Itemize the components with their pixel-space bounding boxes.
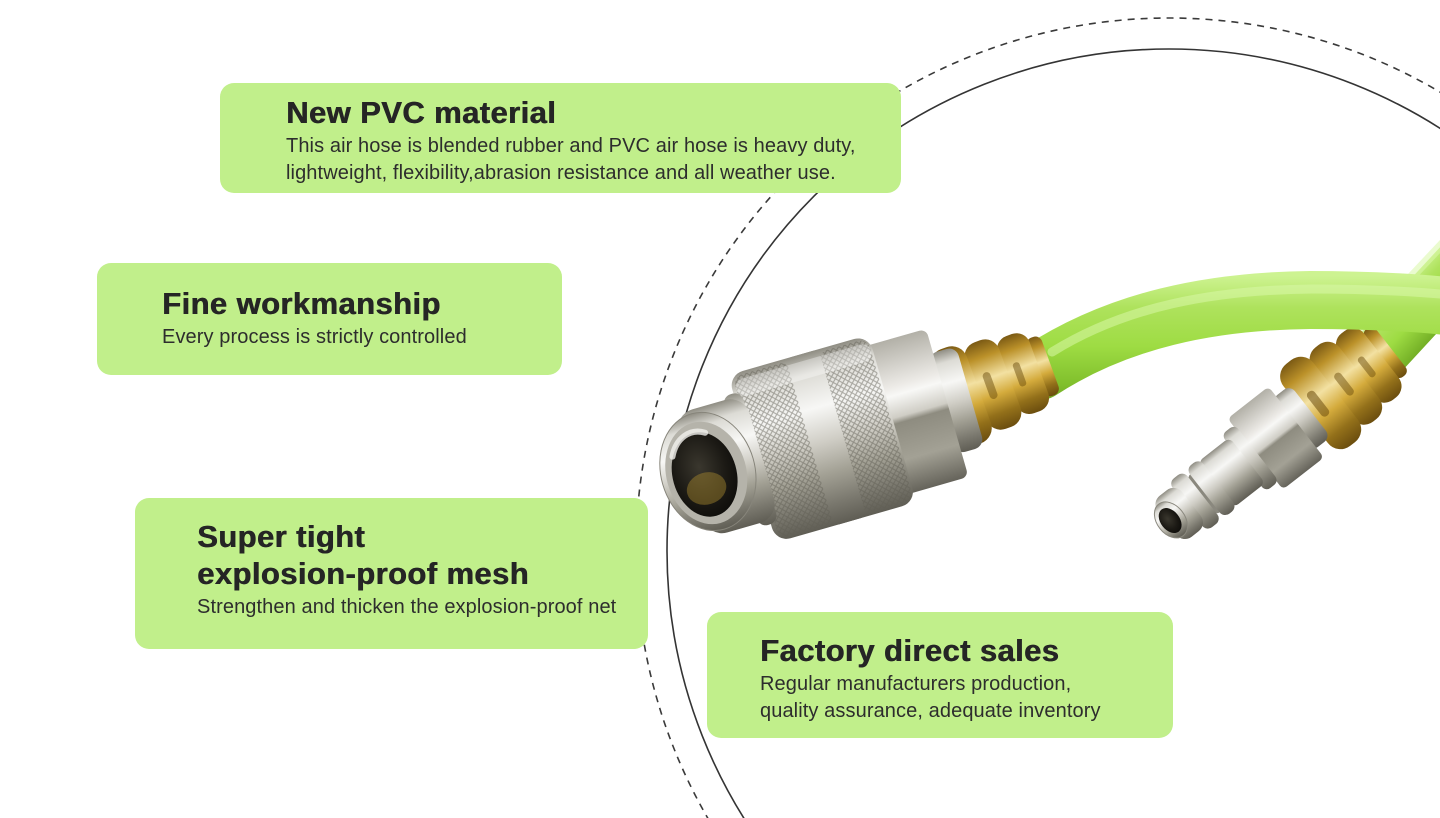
callout-title: Fine workmanship: [162, 285, 562, 322]
callout-title-line: Super tight: [197, 519, 365, 554]
callout-body: Every process is strictly controlled: [162, 324, 562, 351]
quick-coupler-socket: [659, 330, 983, 539]
callout-fine-workmanship: Fine workmanship Every process is strict…: [97, 263, 562, 375]
callout-body: This air hose is blended rubber and PVC …: [286, 133, 901, 187]
brass-spring-guard-plug: [1280, 326, 1407, 450]
callout-title-line: Fine workmanship: [162, 286, 441, 321]
callout-title-line: explosion-proof mesh: [197, 556, 529, 591]
callout-body-line: Every process is strictly controlled: [162, 326, 467, 348]
callout-new-pvc-material: New PVC material This air hose is blende…: [220, 83, 901, 193]
callout-body-line: Strengthen and thicken the explosion-pro…: [197, 596, 617, 618]
callout-body-line: Regular manufacturers production,: [760, 673, 1072, 695]
callout-title: New PVC material: [286, 94, 901, 131]
air-hose-strand-upper: [1011, 270, 1440, 400]
callout-title: Factory direct sales: [760, 632, 1173, 669]
callout-title-line: New PVC material: [286, 95, 557, 130]
callout-body: Regular manufacturers production, qualit…: [760, 671, 1173, 725]
callout-explosion-proof-mesh: Super tight explosion-proof mesh Strengt…: [135, 498, 648, 649]
callout-body-line: lightweight, flexibility,abrasion resist…: [286, 162, 836, 184]
callout-factory-direct-sales: Factory direct sales Regular manufacture…: [707, 612, 1173, 738]
decor-dashed-circle: [635, 17, 1440, 818]
callout-body: Strengthen and thicken the explosion-pro…: [197, 594, 648, 621]
callout-body-line: quality assurance, adequate inventory: [760, 700, 1101, 722]
callout-title-line: Factory direct sales: [760, 633, 1060, 668]
decor-solid-circle: [666, 48, 1440, 818]
callout-body-line: This air hose is blended rubber and PVC …: [286, 135, 856, 157]
quick-plug-connector: [1153, 326, 1407, 540]
callout-title: Super tight explosion-proof mesh: [197, 518, 648, 592]
